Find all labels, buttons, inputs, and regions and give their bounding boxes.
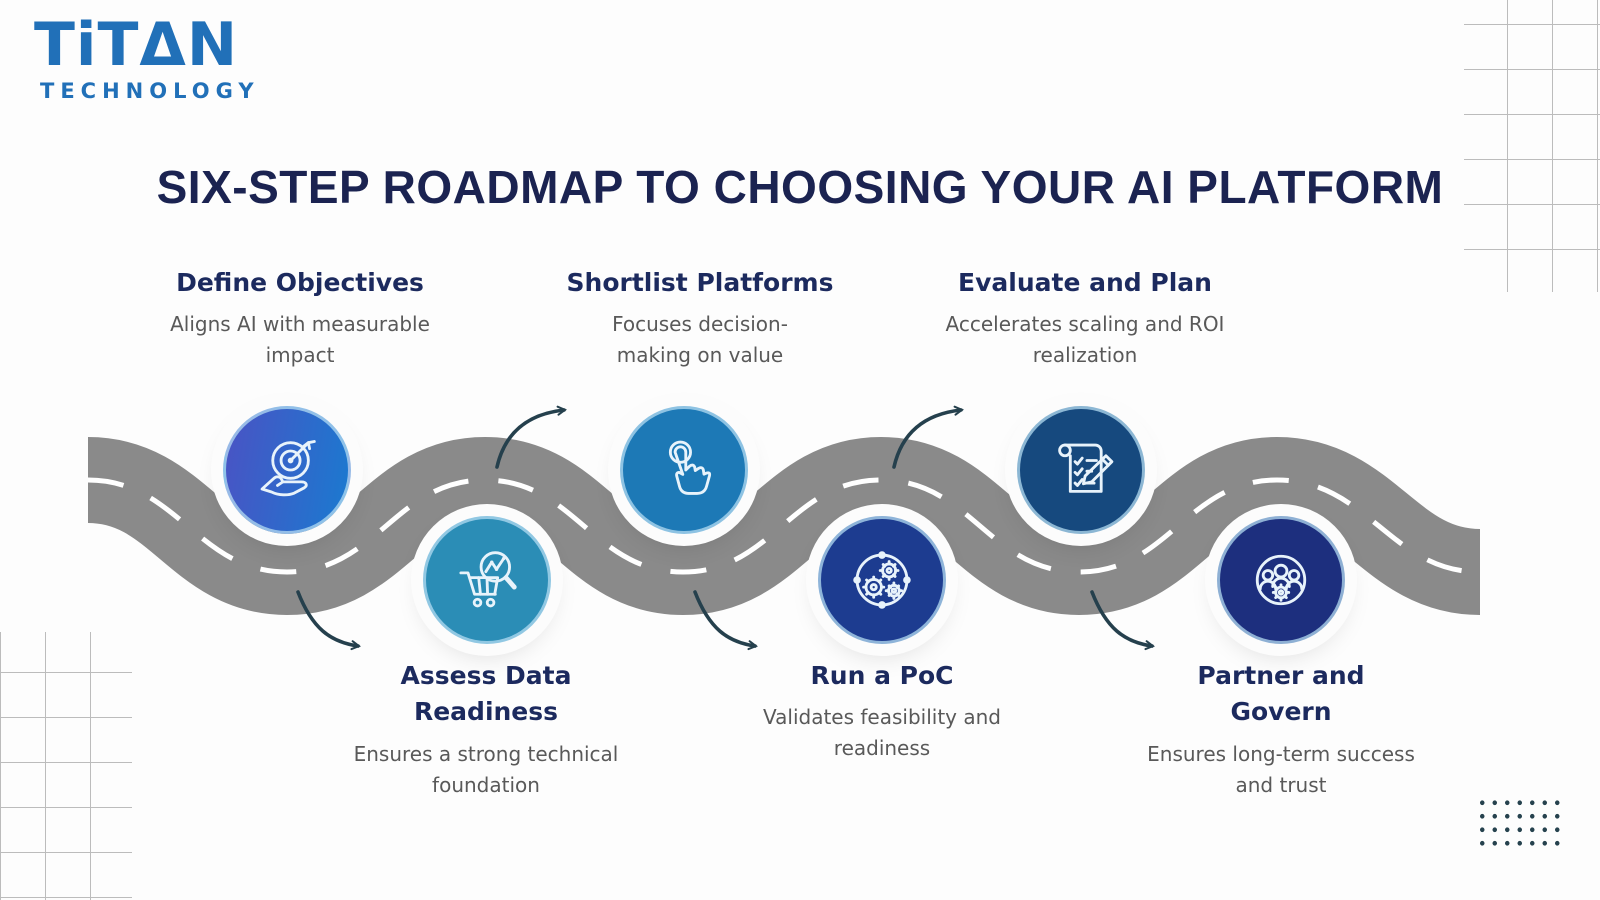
brand-logo: TiTΔN TECHNOLOGY bbox=[34, 14, 260, 104]
step-circle-partner-and-govern bbox=[1217, 516, 1345, 644]
flow-arrow-3-4 bbox=[693, 590, 758, 651]
grid-decoration-top-right bbox=[1464, 0, 1600, 292]
flow-arrow-2-3 bbox=[495, 405, 567, 469]
grid-decoration-bottom-left bbox=[0, 632, 132, 900]
target-in-hand-icon bbox=[260, 440, 316, 497]
step-title: Define Objectives bbox=[176, 268, 424, 297]
step-circle-shortlist-platforms bbox=[620, 406, 748, 534]
flow-arrows bbox=[296, 405, 1155, 651]
dots-decoration-bottom-right bbox=[1476, 796, 1562, 850]
step-description: Ensures long-term success and trust bbox=[1147, 741, 1415, 797]
brand-name: TiTΔN bbox=[34, 14, 260, 77]
flow-arrow-1-2 bbox=[296, 590, 361, 651]
step-evaluate-and-plan: Evaluate and Plan Accelerates scaling an… bbox=[915, 265, 1255, 371]
step-circle-define-objectives bbox=[223, 406, 351, 534]
step-title: Shortlist Platforms bbox=[566, 268, 834, 297]
step-circle-run-a-poc bbox=[818, 516, 946, 644]
road-band bbox=[85, 436, 1483, 616]
step-partner-and-govern: Partner and Govern Ensures long-term suc… bbox=[1111, 658, 1451, 801]
step-circle-evaluate-and-plan bbox=[1017, 406, 1145, 534]
flow-arrow-5-6 bbox=[1090, 590, 1155, 651]
triangle-glyph: Δ bbox=[139, 10, 187, 80]
step-title: Assess Data Readiness bbox=[400, 661, 572, 727]
step-description: Focuses decision-making on value bbox=[612, 312, 788, 368]
step-description: Aligns AI with measurable impact bbox=[170, 312, 430, 368]
team-gear-icon bbox=[1255, 554, 1307, 606]
step-description: Validates feasibility and readiness bbox=[763, 705, 1001, 761]
step-circle-assess-data-readiness bbox=[423, 516, 551, 644]
step-title: Evaluate and Plan bbox=[958, 268, 1212, 297]
step-run-a-poc: Run a PoC Validates feasibility and read… bbox=[712, 658, 1052, 764]
step-title: Partner and Govern bbox=[1197, 661, 1365, 727]
page-title: SIX-STEP ROADMAP TO CHOOSING YOUR AI PLA… bbox=[156, 161, 1444, 213]
cart-magnifier-icon bbox=[459, 551, 517, 608]
step-title: Run a PoC bbox=[810, 661, 954, 690]
tap-select-icon bbox=[668, 440, 712, 495]
step-assess-data-readiness: Assess Data Readiness Ensures a strong t… bbox=[316, 658, 656, 801]
step-shortlist-platforms: Shortlist Platforms Focuses decision-mak… bbox=[530, 265, 870, 371]
checklist-pencil-icon bbox=[1058, 443, 1114, 493]
brand-name-prefix: TiT bbox=[34, 10, 140, 80]
flow-arrow-4-5 bbox=[892, 405, 964, 469]
gears-network-icon bbox=[853, 551, 911, 609]
step-define-objectives: Define Objectives Aligns AI with measura… bbox=[130, 265, 470, 371]
brand-name-suffix: N bbox=[186, 10, 239, 80]
step-description: Accelerates scaling and ROI realization bbox=[945, 312, 1225, 368]
step-description: Ensures a strong technical foundation bbox=[353, 741, 619, 797]
brand-subtitle: TECHNOLOGY bbox=[40, 79, 260, 103]
